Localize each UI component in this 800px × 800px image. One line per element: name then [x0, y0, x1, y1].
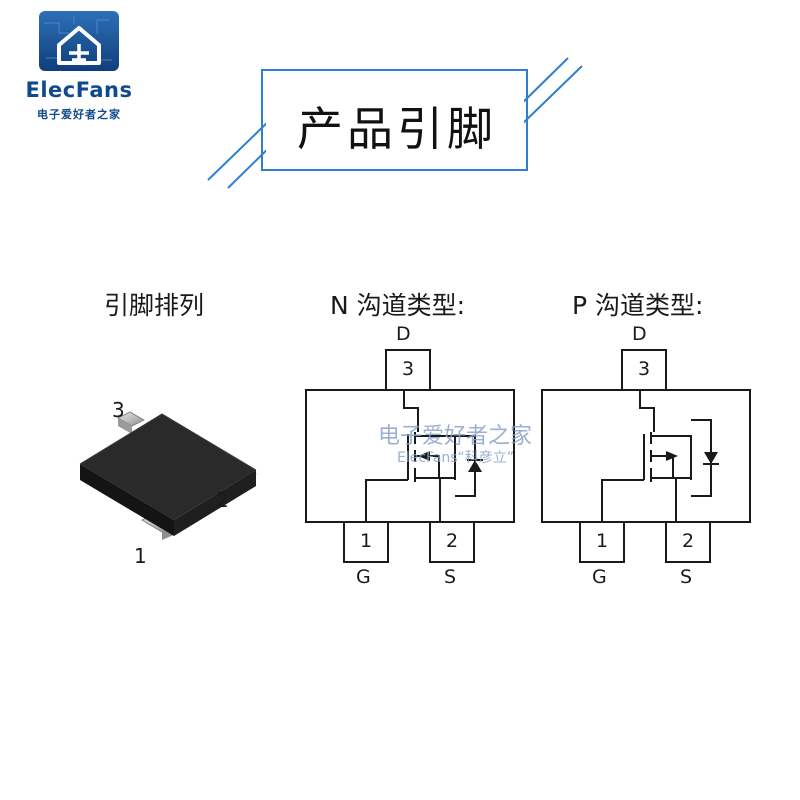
watermark-line-2: ElecFans“科彦立” — [397, 450, 515, 466]
p-gate-letter: G — [592, 566, 607, 588]
logo-icon — [39, 11, 119, 71]
package-pin-label: 1 — [134, 544, 147, 568]
p-pin-drain: 3 — [637, 358, 651, 380]
package-pin-label: 2 — [216, 488, 229, 512]
title-banner-frame — [207, 57, 583, 189]
watermark-line-1: 电子爱好者之家 — [378, 424, 533, 449]
label-p-channel: P 沟道类型: — [572, 291, 704, 320]
label-n-channel: N 沟道类型: — [330, 291, 466, 320]
p-channel-outline — [541, 389, 751, 523]
n-pin-gate: 1 — [359, 530, 373, 552]
n-channel-schematic — [305, 349, 515, 563]
package-pin-3 — [117, 411, 145, 427]
p-pin-source: 2 — [681, 530, 695, 552]
n-drain-letter: D — [396, 323, 411, 345]
n-pin-drain: 3 — [401, 358, 415, 380]
sot23-package — [79, 411, 257, 540]
page-title: 产品引脚 — [297, 102, 497, 156]
p-source-letter: S — [680, 566, 693, 588]
logo-brand-text: ElecFans — [25, 78, 133, 102]
p-drain-letter: D — [632, 323, 647, 345]
n-gate-letter: G — [356, 566, 371, 588]
package-pin-label: 3 — [112, 398, 125, 422]
n-pin-source: 2 — [445, 530, 459, 552]
elecfans-logo: ElecFans 电子爱好者之家 — [14, 8, 144, 121]
label-pinout: 引脚排列 — [104, 291, 205, 320]
p-pin-gate: 1 — [595, 530, 609, 552]
p-channel-schematic — [541, 349, 751, 563]
n-source-letter: S — [444, 566, 457, 588]
logo-subtitle: 电子爱好者之家 — [37, 108, 121, 121]
